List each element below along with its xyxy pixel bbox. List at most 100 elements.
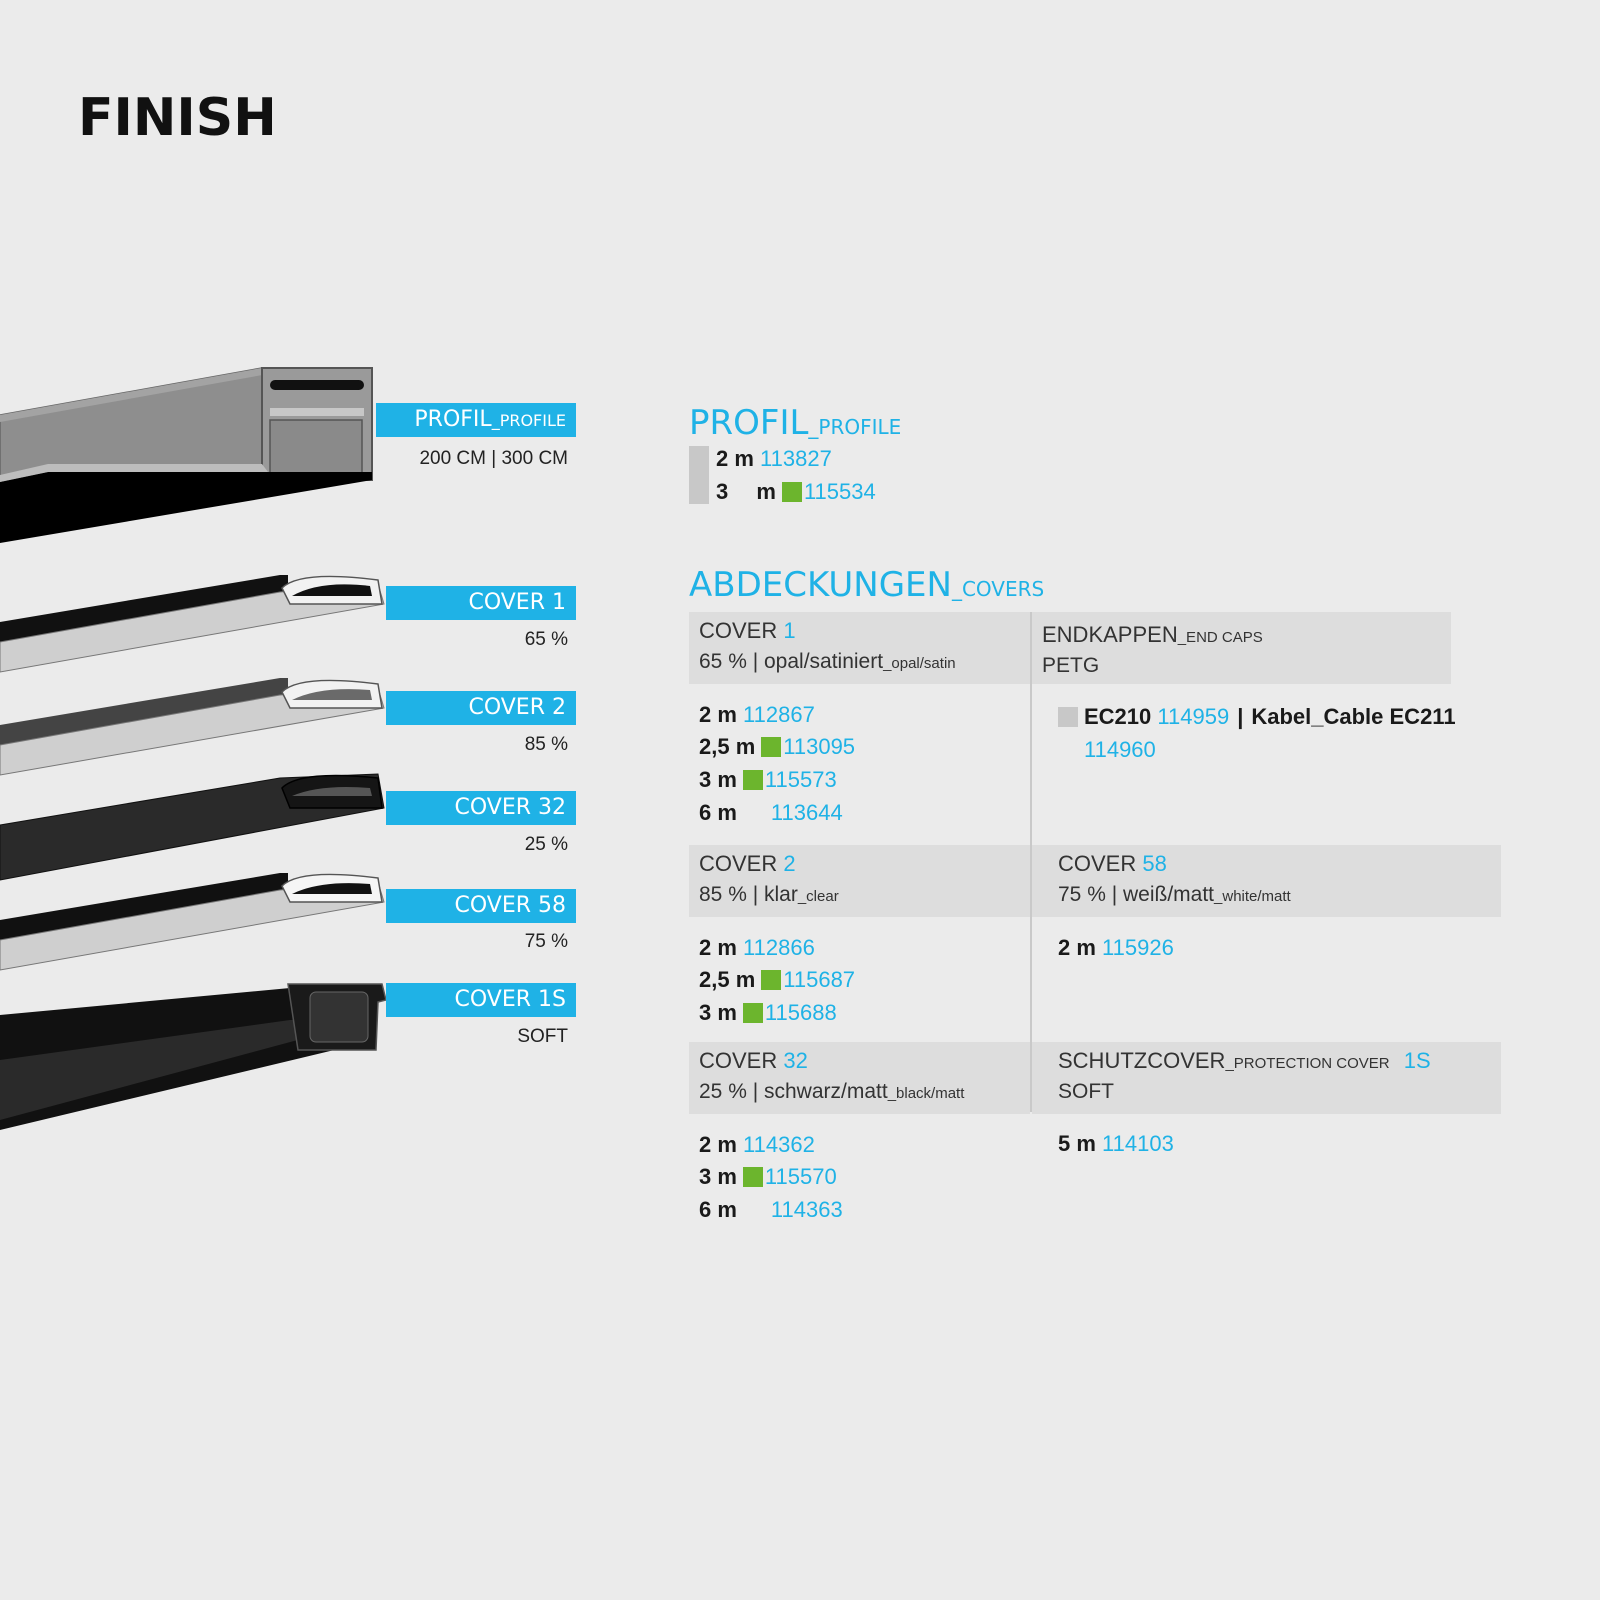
- cover1-num: 1: [783, 618, 796, 643]
- schutz-suffix: _PROTECTION COVER: [1225, 1055, 1390, 1072]
- tag-profil-sub: 200 CM | 300 CM: [419, 448, 568, 469]
- tag-cover1: COVER 1: [386, 586, 576, 620]
- tag-profil: PROFIL_PROFILE: [376, 403, 576, 437]
- green-swatch: [742, 1167, 763, 1187]
- schutz-material: SOFT: [1058, 1080, 1114, 1103]
- profil-row-1-code: 113827: [760, 446, 832, 471]
- green-swatch: [761, 737, 782, 757]
- cover2-drawing: [0, 678, 385, 776]
- page-title: FINISH: [78, 88, 277, 148]
- endcaps-separator: |: [1237, 704, 1244, 729]
- cover2-row-2-code: 115687: [783, 967, 856, 992]
- endcaps-name: ENDKAPPEN_END CAPS: [1042, 622, 1263, 648]
- cover1-desc-text: 65 % | opal/satiniert: [699, 650, 884, 673]
- schutz-num: 1S: [1403, 1048, 1431, 1073]
- profil-row-2-code: 115534: [803, 479, 876, 504]
- profil-row-2: 3 m 115534: [716, 479, 876, 505]
- schutz-row-1-len: 5 m: [1058, 1131, 1096, 1156]
- cover1-drawing: [0, 575, 385, 673]
- endcaps-header: ENDKAPPEN_END CAPS PETG: [1032, 612, 1451, 684]
- cover1-row-1: 2 m 112867: [699, 702, 815, 728]
- cover58-row-1-code: 115926: [1102, 935, 1174, 960]
- tag-cover2: COVER 2: [386, 691, 576, 725]
- tag-cover32-sub: 25 %: [524, 834, 568, 855]
- schutz-row-1: 5 m 114103: [1058, 1131, 1174, 1157]
- cover32-row-3-code: 114363: [770, 1197, 843, 1222]
- tag-cover1s-label: COVER 1S: [454, 987, 566, 1012]
- cover1-desc: 65 % | opal/satiniert_opal/satin: [699, 650, 956, 674]
- cover2-name: COVER 2: [699, 851, 796, 877]
- tag-cover1-sub: 65 %: [524, 629, 568, 650]
- cover2-desc-text: 85 % | klar: [699, 883, 798, 906]
- cover32-row-2-code: 115570: [764, 1164, 837, 1189]
- profil-row-1-len: 2 m: [716, 446, 754, 471]
- green-swatch: [761, 970, 782, 990]
- column-divider: [1030, 612, 1032, 1112]
- tag-cover2-sub: 85 %: [524, 734, 568, 755]
- cover1-row-4-len: 6 m: [699, 800, 737, 825]
- endcaps-code2: 114960: [1084, 737, 1156, 762]
- cover1-name-text: COVER: [699, 618, 778, 643]
- profil-title: PROFIL_PROFILE: [689, 403, 901, 443]
- profile-illustration: [0, 367, 387, 1130]
- tag-profil-label: PROFIL: [414, 407, 492, 432]
- endcaps-suffix: _END CAPS: [1177, 629, 1263, 646]
- cover32-desc: 25 % | schwarz/matt_black/matt: [699, 1080, 964, 1104]
- tag-cover32: COVER 32: [386, 791, 576, 825]
- cover2-row-1-code: 112866: [743, 935, 815, 960]
- cover2-row-1: 2 m 112866: [699, 935, 815, 961]
- cover32-drawing: [0, 773, 385, 881]
- cover1-row-2-len: 2,5 m: [699, 734, 756, 759]
- cover32-row-1-len: 2 m: [699, 1132, 737, 1157]
- schutz-row-1-code: 114103: [1102, 1131, 1174, 1156]
- cover1-row-4-code: 113644: [770, 800, 843, 825]
- endcaps-row-2: 114960: [1084, 737, 1156, 763]
- cover32-row-1: 2 m 114362: [699, 1132, 815, 1158]
- cover2-row-2-len: 2,5 m: [699, 967, 756, 992]
- profil-row-2-unit: m: [756, 479, 776, 504]
- endcaps-code1: 114959: [1157, 704, 1230, 729]
- cover2-desc-suffix: _clear: [797, 888, 839, 905]
- cover1-name: COVER 1: [699, 618, 796, 644]
- profil-row-2-len: 3: [716, 479, 729, 504]
- cover1-row-1-len: 2 m: [699, 702, 737, 727]
- covers-title-suffix: _COVERS: [951, 577, 1045, 601]
- profil-row-1: 2 m 113827: [716, 446, 832, 472]
- covers-title: ABDECKUNGEN_COVERS: [689, 565, 1044, 605]
- cover1-row-3-len: 3 m: [699, 767, 737, 792]
- green-swatch: [781, 482, 802, 502]
- cover1s-drawing: [0, 983, 387, 1130]
- tag-cover2-label: COVER 2: [468, 695, 566, 720]
- cover32-row-2: 3 m 115570: [699, 1164, 837, 1190]
- cover58-name: COVER 58: [1058, 851, 1167, 877]
- cover2-num: 2: [783, 851, 796, 876]
- cover1-desc-suffix: _opal/satin: [883, 655, 956, 672]
- profil-grey-swatch: [689, 446, 709, 504]
- cover58-desc-suffix: _white/matt: [1214, 888, 1291, 905]
- cover32-name-text: COVER: [699, 1048, 778, 1073]
- profile-drawing: [0, 367, 373, 543]
- endcaps-item2: Kabel_Cable EC211: [1251, 704, 1456, 729]
- cover58-row-1: 2 m 115926: [1058, 935, 1174, 961]
- cover32-row-2-len: 3 m: [699, 1164, 737, 1189]
- cover58-desc-text: 75 % | weiß/matt: [1058, 883, 1215, 906]
- cover58-num: 58: [1142, 851, 1167, 876]
- cover2-row-3-len: 3 m: [699, 1000, 737, 1025]
- cover32-desc-suffix: _black/matt: [887, 1085, 965, 1102]
- endcaps-name-text: ENDKAPPEN: [1042, 622, 1178, 647]
- endcaps-item1: EC210: [1084, 704, 1152, 729]
- cover58-header: COVER 58 75 % | weiß/matt_white/matt: [1032, 845, 1501, 917]
- cover58-desc: 75 % | weiß/matt_white/matt: [1058, 883, 1291, 907]
- schutz-header: SCHUTZCOVER_PROTECTION COVER 1S SOFT: [1032, 1042, 1501, 1114]
- profil-title-suffix: _PROFILE: [808, 415, 902, 439]
- cover2-desc: 85 % | klar_clear: [699, 883, 839, 907]
- grey-swatch: [1058, 707, 1078, 727]
- tag-cover32-label: COVER 32: [454, 795, 566, 820]
- cover58-row-1-len: 2 m: [1058, 935, 1096, 960]
- tag-cover58: COVER 58: [386, 889, 576, 923]
- cover32-name: COVER 32: [699, 1048, 808, 1074]
- green-swatch: [742, 1003, 763, 1023]
